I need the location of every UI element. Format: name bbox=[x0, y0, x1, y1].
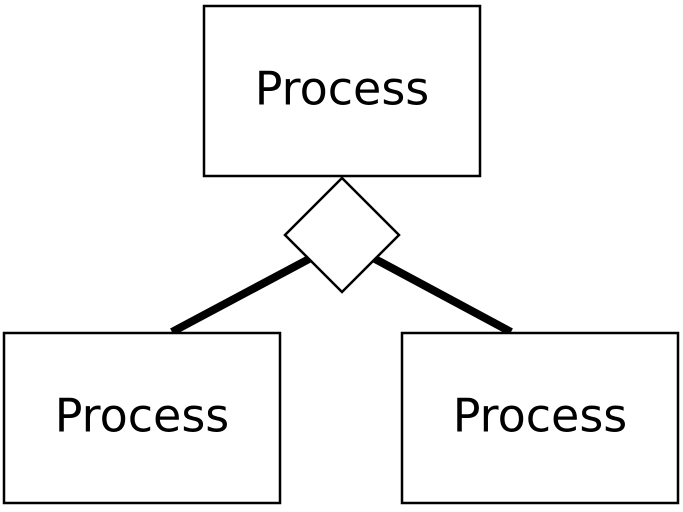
process-box-bottom-right-frame bbox=[400, 331, 680, 505]
relationship-diamond[interactable] bbox=[283, 176, 401, 294]
process-box-top-frame bbox=[202, 4, 482, 178]
process-box-bottom-left-label: Process bbox=[55, 389, 230, 443]
process-box-bottom-left[interactable]: Process bbox=[2, 331, 282, 505]
connector-right bbox=[373, 255, 513, 336]
connector-left bbox=[170, 255, 311, 336]
process-box-bottom-right[interactable]: Process bbox=[400, 331, 680, 505]
process-box-top[interactable]: Process bbox=[202, 4, 482, 178]
process-box-top-label: Process bbox=[255, 62, 430, 116]
process-box-bottom-right-label: Process bbox=[453, 389, 628, 443]
process-box-bottom-left-frame bbox=[2, 331, 282, 505]
